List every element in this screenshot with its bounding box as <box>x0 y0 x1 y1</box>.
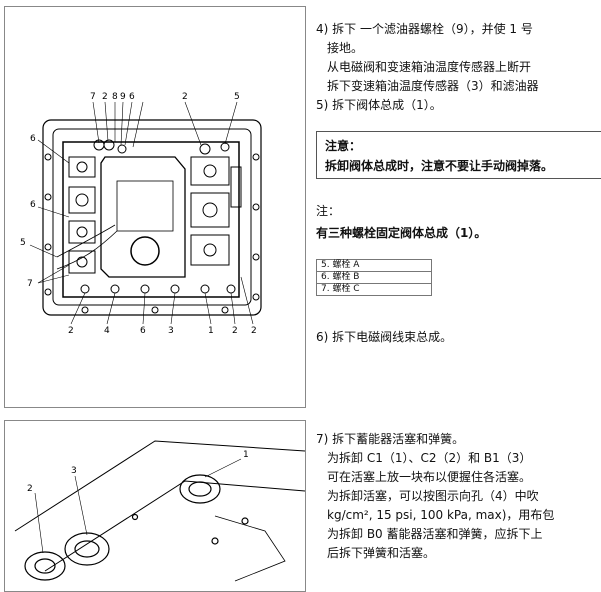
step-4-line: 接地。 <box>327 41 364 55</box>
callout: 2 <box>102 92 108 102</box>
step-7-line: 为拆卸活塞，可以按图示向孔（4）中吹 <box>327 489 539 503</box>
accumulator-diagram: 3 2 1 <box>14 440 305 582</box>
bolt-legend-row: 7. 螺栓 C <box>316 283 432 296</box>
caution-title: 注意： <box>325 139 362 153</box>
step-7-line: 7) 拆下蓄能器活塞和弹簧。 <box>316 432 465 446</box>
step-4-line: 4) 拆下 一个滤油器螺栓（9），并使 1 号 <box>316 22 533 36</box>
callout: 9 <box>120 92 126 102</box>
callout: 2 <box>232 326 238 336</box>
callout: 6 <box>30 134 36 144</box>
callout: 1 <box>208 326 214 336</box>
callout: 3 <box>168 326 174 336</box>
step-4-line: 拆下变速箱油温度传感器（3）和滤油器 <box>327 79 539 93</box>
callout: 5 <box>234 92 240 102</box>
note-title: 注： <box>316 204 341 218</box>
callout: 7 <box>27 279 33 289</box>
bolt-legend-row: 6. 螺栓 B <box>316 271 432 284</box>
callout: 8 <box>112 92 118 102</box>
bolt-legend-row: 5. 螺栓 A <box>316 259 432 272</box>
valve-body-diagram: 7 2 8 9 6 2 5 6 6 5 7 2 4 6 3 1 2 2 <box>20 92 262 336</box>
callout: 6 <box>30 200 36 210</box>
accumulator-figure: 3 2 1 <box>4 420 306 592</box>
step-7-line: 为拆卸 B0 蓄能器活塞和弹簧，应拆下上 <box>327 527 543 541</box>
note-block: 注： 有三种螺栓固定阀体总成（1）。 <box>316 200 486 244</box>
callout: 2 <box>68 326 74 336</box>
callout: 1 <box>243 450 249 460</box>
step-4-text: 4) 拆下 一个滤油器螺栓（9），并使 1 号 接地。 从电磁阀和变速箱油温度传… <box>316 20 601 115</box>
callout: 2 <box>27 484 33 494</box>
step-4-line: 从电磁阀和变速箱油温度传感器上断开 <box>327 60 532 74</box>
step-7-line: 可在活塞上放一块布以便握住各活塞。 <box>327 470 532 484</box>
callout: 6 <box>129 92 135 102</box>
callout: 7 <box>90 92 96 102</box>
note-body: 有三种螺栓固定阀体总成（1）。 <box>316 226 487 240</box>
step-7-text: 7) 拆下蓄能器活塞和弹簧。 为拆卸 C1（1）、C2（2）和 B1（3） 可在… <box>316 430 601 563</box>
caution-body: 拆卸阀体总成时，注意不要让手动阀掉落。 <box>325 159 554 173</box>
callout: 2 <box>182 92 188 102</box>
step-5-line: 5) 拆下阀体总成（1）。 <box>316 98 442 112</box>
callout: 6 <box>140 326 146 336</box>
step-7-line: 后拆下弹簧和活塞。 <box>327 546 436 560</box>
bolt-legend-table: 5. 螺栓 A 6. 螺栓 B 7. 螺栓 C <box>316 259 432 296</box>
step-7-line: kg/cm², 15 psi, 100 kPa, max)，用布包 <box>327 508 555 522</box>
callout: 2 <box>251 326 257 336</box>
valve-body-figure: 7 2 8 9 6 2 5 6 6 5 7 2 4 6 3 1 2 2 <box>4 6 306 408</box>
step-7-line: 为拆卸 C1（1）、C2（2）和 B1（3） <box>327 451 532 465</box>
step-6-line: 6) 拆下电磁阀线束总成。 <box>316 330 453 344</box>
callout: 4 <box>104 326 110 336</box>
callout: 3 <box>71 466 77 476</box>
caution-box: 注意： 拆卸阀体总成时，注意不要让手动阀掉落。 <box>316 131 601 179</box>
callout: 5 <box>20 238 26 248</box>
